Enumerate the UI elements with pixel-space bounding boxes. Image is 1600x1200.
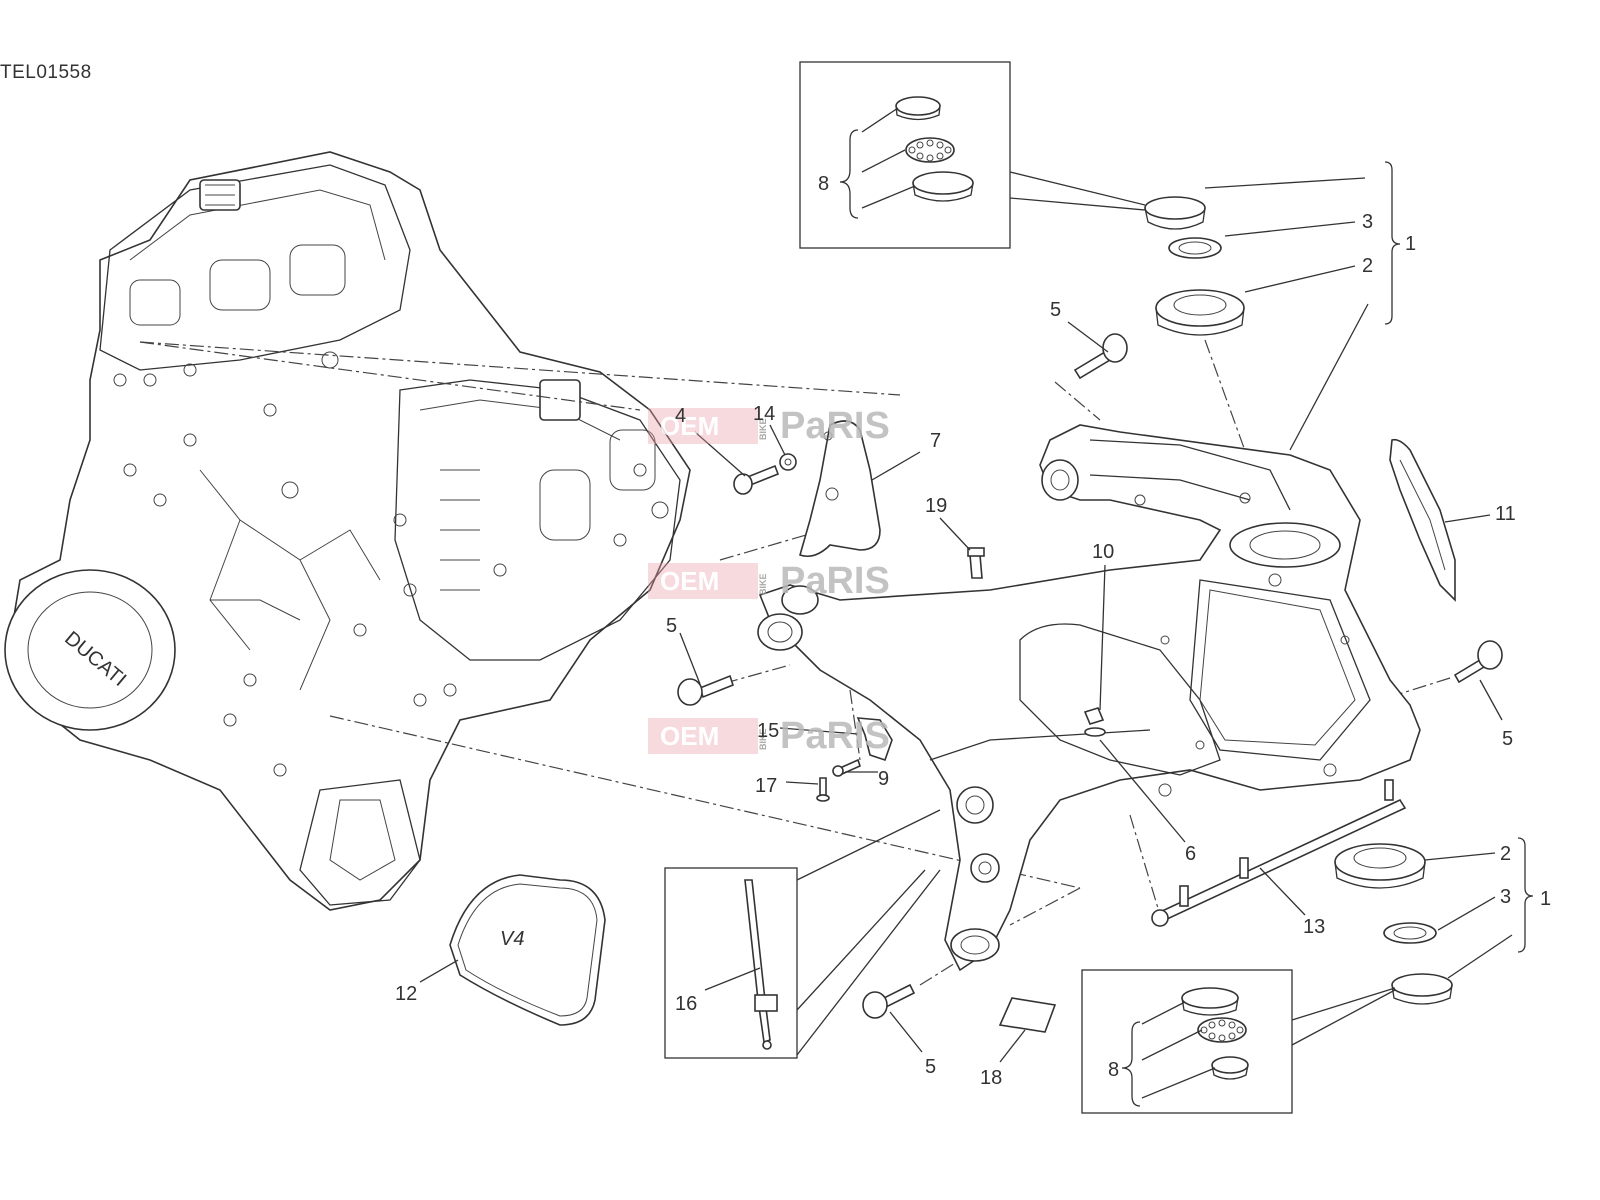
callout-3-top: 3	[1362, 211, 1373, 233]
callout-1-top: 1	[1405, 233, 1416, 255]
callout-11: 11	[1495, 503, 1516, 525]
bracket-7	[799, 420, 881, 558]
watermark-3: OEM BIKE PaRIS	[648, 715, 890, 757]
brace-group-1-top	[1384, 161, 1401, 325]
callout-2-top: 2	[1362, 255, 1373, 277]
bracket-15	[856, 717, 893, 762]
inset-bearing-top	[799, 61, 1146, 249]
brace-group-1-bottom	[1517, 837, 1534, 953]
watermark-parts: PaRIS	[780, 405, 890, 447]
callout-8-top: 8	[818, 173, 829, 195]
watermark-2: OEM BIKE PaRIS	[648, 560, 890, 602]
bolt-19	[967, 547, 985, 579]
brace-8-bottom	[1121, 1021, 1141, 1107]
callout-10: 10	[1092, 541, 1114, 563]
gasket-logo: V4	[500, 928, 524, 950]
callout-13: 13	[1303, 916, 1325, 938]
diagram-code: TEL01558	[0, 62, 92, 83]
bearing-kit-top	[1144, 196, 1245, 336]
nut-10	[1083, 707, 1106, 737]
watermark-oem: OEM	[660, 566, 719, 596]
callout-15: 15	[757, 720, 779, 742]
callout-8-bottom: 8	[1108, 1059, 1119, 1081]
washer-14	[779, 453, 797, 471]
sticker-18	[998, 997, 1057, 1033]
callout-9: 9	[878, 768, 889, 790]
watermark-oem: OEM	[660, 411, 719, 441]
watermark-bike: BIKE	[758, 728, 768, 750]
watermark-parts: PaRIS	[780, 715, 890, 757]
watermark-bike: BIKE	[758, 573, 768, 595]
callout-14: 14	[753, 403, 775, 425]
callout-19: 19	[925, 495, 947, 517]
watermark-1: OEM BIKE PaRIS	[648, 405, 890, 447]
gasket-12: V4	[449, 874, 606, 1026]
callout-2-bottom: 2	[1500, 843, 1511, 865]
callout-5-left: 5	[666, 615, 677, 637]
bolt-4	[733, 464, 780, 495]
callout-5-bottom: 5	[925, 1056, 936, 1078]
callout-4: 4	[675, 405, 686, 427]
screw-9	[832, 758, 861, 777]
frame-assembly	[757, 424, 1421, 972]
watermark-parts: PaRIS	[780, 560, 890, 602]
callout-16: 16	[675, 993, 697, 1015]
screw-17	[816, 777, 830, 802]
callout-12: 12	[395, 983, 417, 1005]
inset-cable-tie	[664, 809, 941, 1059]
brace-8-top	[839, 129, 859, 219]
bolt-5-upper	[1073, 333, 1128, 380]
callout-1-bottom: 1	[1540, 888, 1551, 910]
callout-3-bottom: 3	[1500, 886, 1511, 908]
engine-assembly: DUCATI	[4, 151, 691, 911]
rod-13	[1151, 779, 1407, 927]
bolt-5-bottom	[862, 983, 916, 1019]
bolt-5-left	[677, 674, 734, 706]
callout-6: 6	[1185, 843, 1196, 865]
guard-11	[1389, 438, 1456, 602]
callout-5-right: 5	[1502, 728, 1513, 750]
bolt-5-right	[1453, 640, 1503, 684]
callout-18: 18	[980, 1067, 1002, 1089]
callouts: 1 1 2 2 3 3 4 5 5 5 5 6 7 8 8 9 10 11 12…	[395, 173, 1551, 1089]
bearing-kit-bottom	[1334, 843, 1453, 1005]
watermark-oem: OEM	[660, 721, 719, 751]
callout-5-upper: 5	[1050, 299, 1061, 321]
callout-17: 17	[755, 775, 777, 797]
leader-lines	[419, 107, 1513, 1099]
callout-7: 7	[930, 430, 941, 452]
watermark-bike: BIKE	[758, 418, 768, 440]
inset-bearing-bottom	[1081, 969, 1396, 1114]
